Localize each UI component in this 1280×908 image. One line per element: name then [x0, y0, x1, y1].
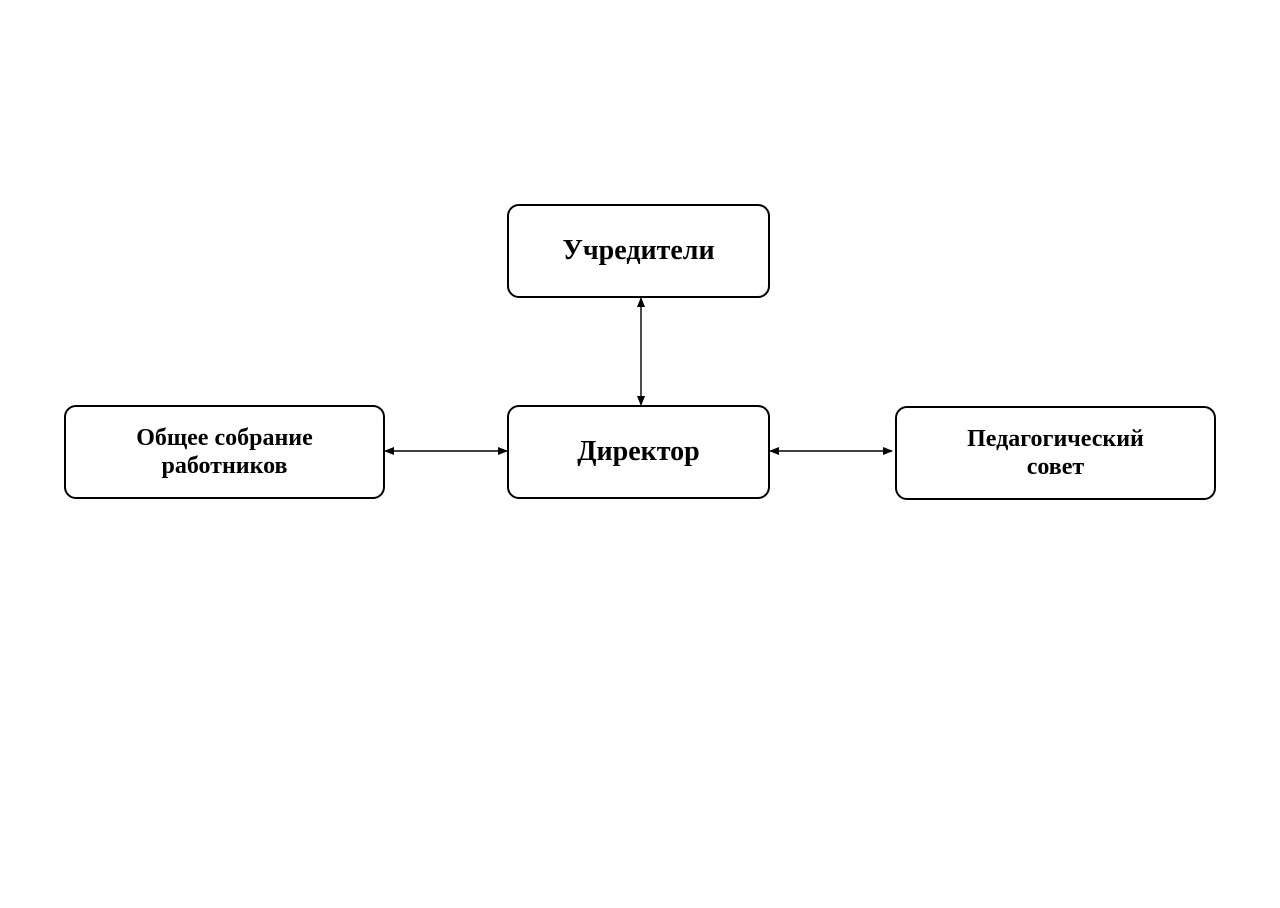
- pedagogical-council-box: Педагогический совет: [895, 406, 1216, 500]
- pedagogical-council-label-line-1: Педагогический: [967, 425, 1144, 452]
- general-assembly-label-line-2: работников: [161, 453, 288, 479]
- director-label: Директор: [577, 436, 700, 468]
- director-box: Директор: [507, 405, 770, 499]
- pedagogical-council-label: Педагогический совет: [967, 425, 1144, 482]
- founders-label: Учредители: [562, 235, 715, 267]
- general-assembly-label-line-1: Общее собрание: [136, 424, 313, 451]
- general-assembly-label: Общее собрание работников: [136, 424, 313, 481]
- pedagogical-council-label-line-2: совет: [1026, 454, 1085, 480]
- founders-box: Учредители: [507, 204, 770, 298]
- general-assembly-box: Общее собрание работников: [64, 405, 385, 499]
